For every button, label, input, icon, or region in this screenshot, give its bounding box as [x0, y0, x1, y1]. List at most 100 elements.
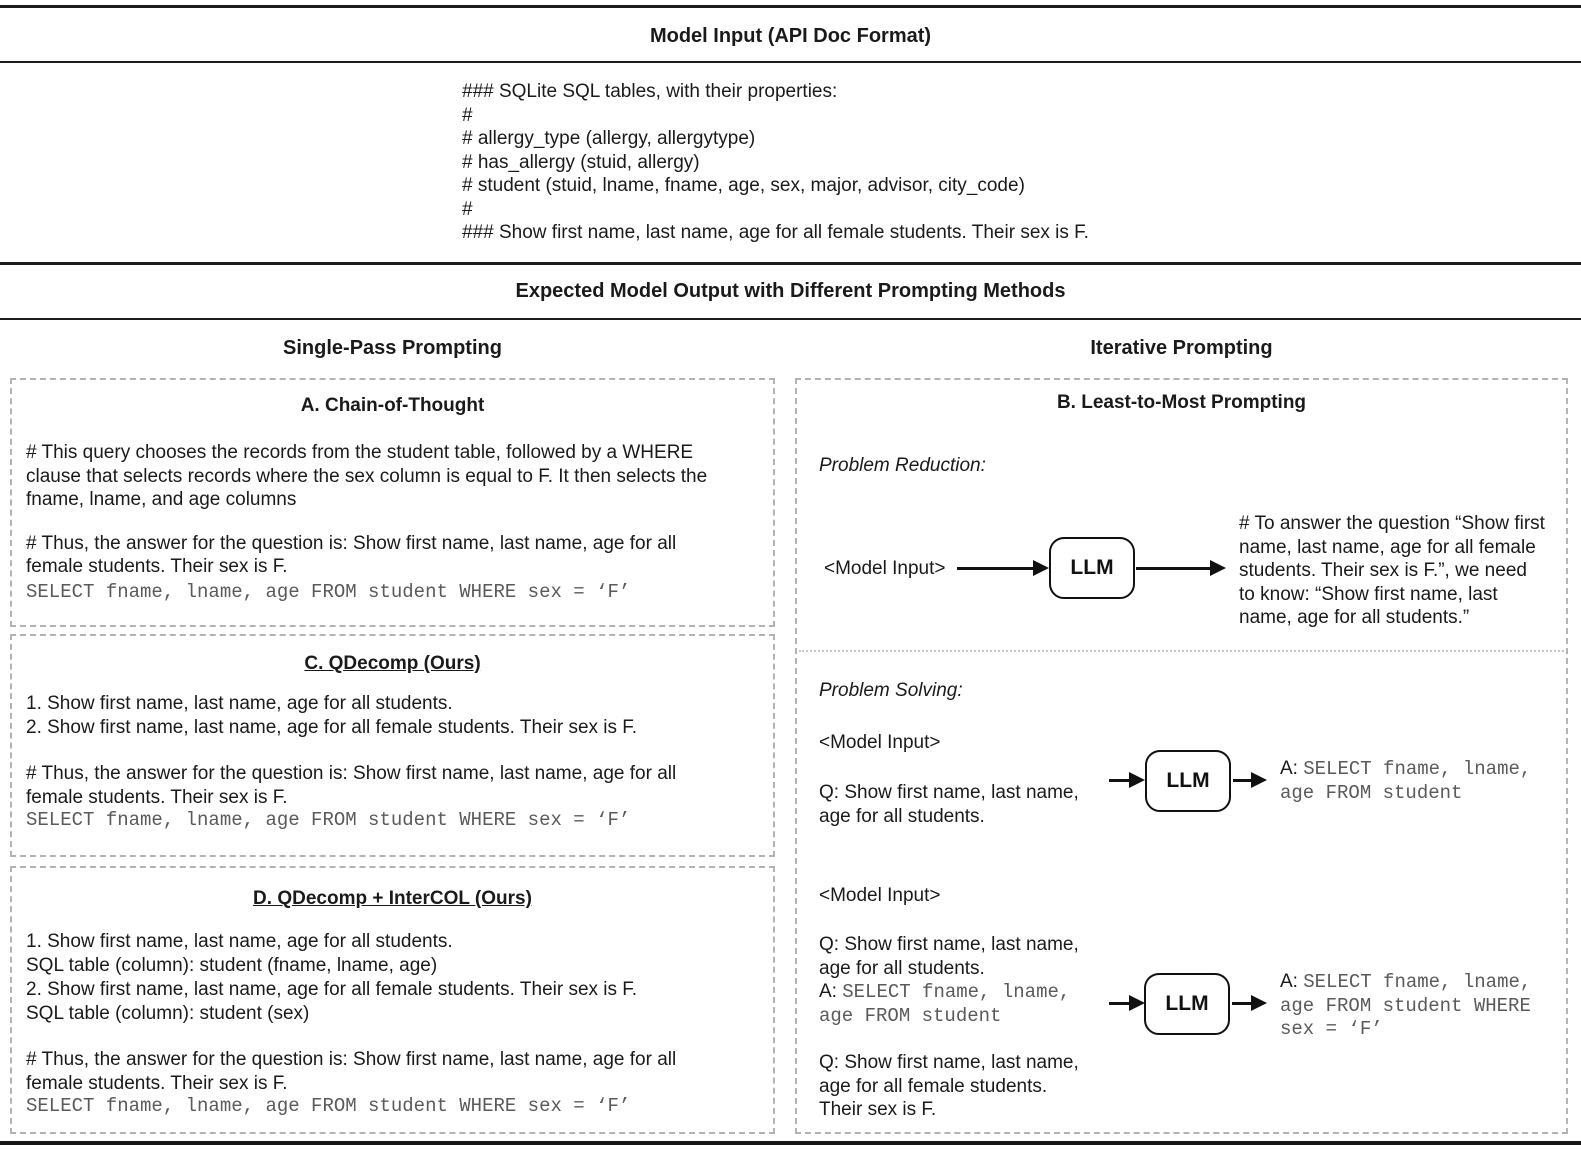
model-input-prompt-block: ### SQLite SQL tables, with their proper…: [462, 80, 1089, 245]
text-line: Q: Show first name, last name,: [819, 782, 1079, 803]
arrow-right-icon: [1109, 772, 1145, 788]
text-line: female students. Their sex is F.: [26, 786, 288, 808]
step1-question: Q: Show first name, last name, age for a…: [819, 781, 1079, 828]
text-line: fname, lname, and age columns: [26, 489, 297, 510]
sql-fragment: age FROM student: [1280, 781, 1463, 804]
arrow-head: [1129, 772, 1145, 788]
text-line: age for all students.: [819, 805, 985, 827]
llm-node: LLM: [1049, 537, 1135, 599]
text-line: Their sex is F.: [819, 1099, 937, 1120]
answer-prefix: A:: [1280, 758, 1298, 779]
prompt-line: # has_allergy (stuid, allergy): [462, 151, 700, 173]
text-line: clause that selects records where the se…: [26, 465, 708, 487]
arrow-head: [1251, 772, 1267, 788]
divider-under-output-title: [0, 318, 1581, 320]
prompt-line: ### Show first name, last name, age for …: [462, 222, 1089, 243]
arrow-right-icon: [1233, 772, 1267, 788]
step1-answer: A: SELECT fname, lname, age FROM student: [1280, 757, 1531, 805]
text-line: # Thus, the answer for the question is: …: [26, 1049, 677, 1070]
prompt-line: # allergy_type (allergy, allergytype): [462, 128, 756, 149]
step2-context: Q: Show first name, last name, age for a…: [819, 933, 1079, 1028]
box-c-title: C. QDecomp (Ours): [304, 653, 481, 674]
arrow-head: [1033, 560, 1049, 576]
step2-question: Q: Show first name, last name, age for a…: [819, 1051, 1079, 1122]
text-line: to know: “Show first name, last: [1239, 583, 1498, 605]
column-title-iterative: Iterative Prompting: [1090, 337, 1273, 359]
model-input-placeholder: <Model Input>: [824, 558, 946, 579]
text-line: # To answer the question “Show first: [1239, 513, 1545, 534]
text-line: 1. Show first name, last name, age for a…: [26, 931, 453, 952]
prompt-line: #: [462, 104, 473, 126]
box-a-reasoning-paragraph: # This query chooses the records from th…: [26, 441, 759, 512]
model-input-placeholder: <Model Input>: [819, 885, 941, 906]
text-line: # This query chooses the records from th…: [26, 442, 694, 463]
divider-above-output-title: [0, 262, 1581, 265]
expected-output-section-title: Expected Model Output with Different Pro…: [515, 280, 1066, 302]
arrow-right-icon: [1232, 995, 1267, 1011]
text-line: # Thus, the answer for the question is: …: [26, 532, 677, 554]
box-qdecomp: C. QDecomp (Ours) 1. Show first name, la…: [10, 634, 775, 857]
answer-prefix: A:: [1280, 971, 1298, 992]
text-line: SQL table (column): student (fname, lnam…: [26, 955, 438, 976]
arrow-right-icon: [1136, 560, 1226, 576]
arrow-shaft: [957, 566, 1033, 570]
answer-prefix: A:: [819, 981, 837, 1002]
sql-fragment: sex = ‘F’: [1280, 1018, 1383, 1040]
arrow-right-icon: [957, 560, 1049, 576]
problem-solving-label: Problem Solving:: [819, 680, 963, 701]
box-a-sql-query: SELECT fname, lname, age FROM student WH…: [26, 580, 631, 603]
text-line: 1. Show first name, last name, age for a…: [26, 693, 453, 714]
arrow-head: [1251, 995, 1267, 1011]
prompt-line: #: [462, 198, 473, 220]
text-line: Q: Show first name, last name,: [819, 1052, 1079, 1073]
column-title-single-pass: Single-Pass Prompting: [283, 337, 502, 359]
text-line: age for all students.: [819, 957, 985, 979]
divider-under-model-input-title: [0, 61, 1581, 63]
model-input-section-title: Model Input (API Doc Format): [649, 25, 932, 47]
sql-fragment: SELECT fname, lname,: [1303, 971, 1532, 993]
llm-node: LLM: [1144, 973, 1230, 1035]
text-line: 2. Show first name, last name, age for a…: [26, 717, 638, 738]
step2-answer: A: SELECT fname, lname, age FROM student…: [1280, 970, 1531, 1042]
arrow-head: [1129, 995, 1145, 1011]
dotted-separator: [799, 650, 1564, 652]
box-a-title: A. Chain-of-Thought: [300, 395, 485, 416]
divider-top: [0, 5, 1581, 8]
text-line: Q: Show first name, last name,: [819, 934, 1079, 955]
text-line: A: SELECT fname, lname,: [1280, 970, 1531, 995]
text-line: A: SELECT fname, lname,: [1280, 757, 1531, 782]
text-line: female students. Their sex is F.: [26, 1072, 288, 1094]
text-line: name, age for all students.”: [1239, 607, 1470, 628]
arrow-shaft: [1109, 778, 1129, 782]
arrow-right-icon: [1109, 995, 1145, 1011]
box-c-sql-query: SELECT fname, lname, age FROM student WH…: [26, 809, 631, 831]
divider-bottom: [0, 1141, 1581, 1145]
sql-fragment: SELECT fname, lname,: [842, 981, 1071, 1003]
sql-fragment: age FROM student WHERE: [1280, 994, 1531, 1017]
text-line: students. Their sex is F.”, we need: [1239, 560, 1527, 581]
box-c-decomposition-steps: 1. Show first name, last name, age for a…: [26, 692, 759, 740]
prompt-line: ### SQLite SQL tables, with their proper…: [462, 81, 838, 102]
prompt-line: # student (stuid, lname, fname, age, sex…: [462, 175, 1025, 196]
box-d-title: D. QDecomp + InterCOL (Ours): [253, 888, 532, 909]
arrow-shaft: [1232, 1001, 1251, 1005]
arrow-shaft: [1233, 778, 1251, 782]
box-qdecomp-intercol: D. QDecomp + InterCOL (Ours) 1. Show fir…: [10, 866, 775, 1134]
reduction-output-text: # To answer the question “Show first nam…: [1239, 512, 1545, 630]
box-least-to-most: B. Least-to-Most Prompting Problem Reduc…: [795, 378, 1568, 1134]
box-a-answer-paragraph: # Thus, the answer for the question is: …: [26, 532, 759, 579]
llm-node: LLM: [1145, 750, 1231, 812]
text-line: female students. Their sex is F.: [26, 556, 288, 577]
text-line: name, last name, age for all female: [1239, 536, 1536, 558]
arrow-head: [1210, 560, 1226, 576]
box-b-title: B. Least-to-Most Prompting: [1056, 392, 1307, 413]
box-d-decomposition-steps: 1. Show first name, last name, age for a…: [26, 930, 759, 1026]
text-line: # Thus, the answer for the question is: …: [26, 763, 677, 784]
text-line: 2. Show first name, last name, age for a…: [26, 979, 638, 1000]
box-d-sql-query: SELECT fname, lname, age FROM student WH…: [26, 1095, 631, 1117]
sql-fragment: SELECT fname, lname,: [1303, 758, 1532, 780]
box-d-answer-paragraph: # Thus, the answer for the question is: …: [26, 1048, 759, 1095]
model-input-placeholder: <Model Input>: [819, 732, 941, 753]
box-chain-of-thought: A. Chain-of-Thought # This query chooses…: [10, 378, 775, 627]
